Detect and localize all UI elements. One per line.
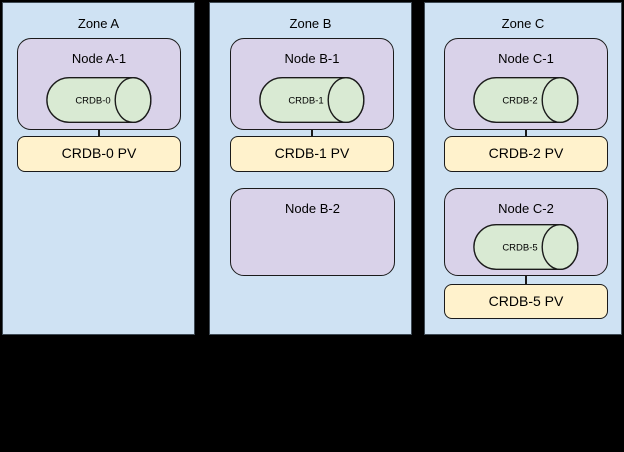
- zone-a-title: Zone A: [77, 16, 120, 31]
- node-c-2-title: Node C-2: [498, 201, 554, 216]
- node-b-1-title: Node B-1: [284, 51, 340, 66]
- zone-b: Zone B Node B-1 CRDB-1 CRDB-1 PV Node B-…: [209, 2, 412, 335]
- crdb-1-label: CRDB-1: [288, 96, 323, 107]
- database-cylinder-icon: CRDB-0: [46, 77, 152, 123]
- zone-b-title: Zone B: [289, 16, 332, 31]
- crdb-1-pv-box: CRDB-1 PV: [230, 136, 394, 172]
- zone-a: Zone A Node A-1 CRDB-0 CRDB-0 PV: [2, 2, 195, 335]
- connector-crdb5-to-pv: [525, 268, 527, 285]
- node-b-2: Node B-2: [230, 188, 395, 276]
- crdb-2-label: CRDB-2: [502, 96, 537, 107]
- node-a-1: Node A-1 CRDB-0: [17, 38, 181, 130]
- database-cylinder-icon: CRDB-2: [473, 77, 579, 123]
- crdb-0-label: CRDB-0: [75, 96, 110, 107]
- node-c-1-title: Node C-1: [498, 51, 554, 66]
- crdb-5-pv-box: CRDB-5 PV: [444, 284, 608, 319]
- node-c-2: Node C-2 CRDB-5: [444, 188, 608, 276]
- node-b-2-title: Node B-2: [285, 201, 340, 216]
- node-b-1: Node B-1 CRDB-1: [230, 38, 394, 130]
- node-c-1: Node C-1 CRDB-2: [444, 38, 608, 130]
- crdb-2-pv-box: CRDB-2 PV: [444, 136, 608, 172]
- node-a-1-title: Node A-1: [71, 51, 127, 66]
- zone-c-title: Zone C: [501, 16, 545, 31]
- crdb-5-label: CRDB-5: [502, 243, 537, 254]
- zone-c: Zone C Node C-1 CRDB-2 CRDB-2 PV Node C-…: [424, 2, 622, 335]
- crdb-0-pv-box: CRDB-0 PV: [17, 136, 181, 172]
- database-cylinder-icon: CRDB-1: [259, 77, 365, 123]
- database-cylinder-icon: CRDB-5: [473, 224, 579, 270]
